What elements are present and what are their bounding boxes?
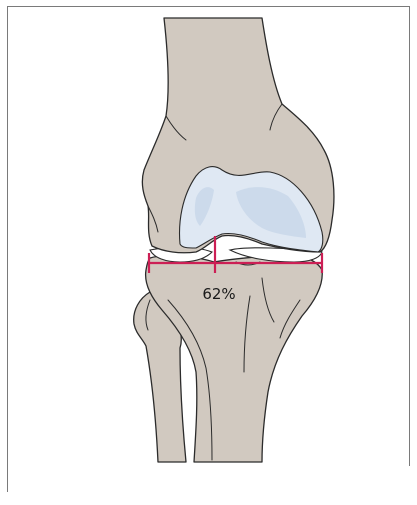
ratio-label: 62% [202,285,235,303]
